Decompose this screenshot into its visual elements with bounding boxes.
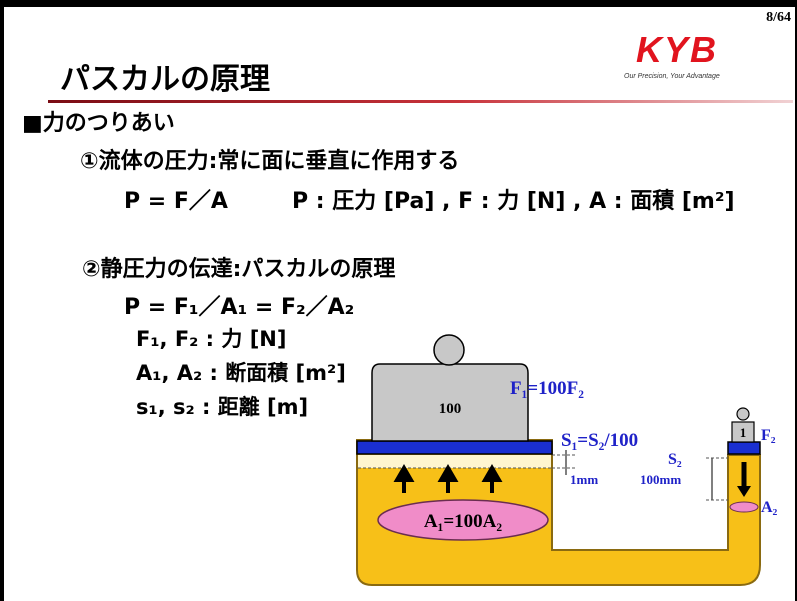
item1-heading: ①流体の圧力:常に面に垂直に作用する [80, 149, 460, 174]
slide-top-border [0, 0, 797, 7]
pressure-arrows [393, 464, 503, 493]
title-underline [48, 100, 793, 103]
f2-label: F₂ [761, 427, 776, 444]
displaced-fluid-band [358, 455, 551, 468]
distance-relation: S₁=S₂/100 [561, 430, 638, 451]
small-piston-arrowhead [737, 486, 751, 497]
s1-value: 1mm [570, 472, 598, 487]
large-weight [371, 363, 529, 442]
large-weight-knob [433, 334, 465, 366]
s2-label: S₂ [668, 451, 682, 468]
logo-tagline: Our Precision, Your Advantage [624, 73, 720, 80]
section-heading: ■力のつりあい [22, 111, 175, 136]
slide-left-border [0, 0, 4, 601]
item2-formula: P = F₁／A₁ = F₂／A₂ [124, 295, 355, 320]
item2-heading: ②静圧力の伝達:パスカルの原理 [82, 257, 396, 282]
variable-forces: F₁, F₂ : 力 [N] [136, 327, 287, 351]
small-weight-label: 1 [740, 425, 747, 440]
logo-mark: KYB [636, 29, 719, 70]
area-relation: A₁=100A₂ [424, 511, 502, 532]
small-weight [731, 421, 755, 443]
slide-right-border [795, 0, 797, 601]
kyb-logo: KYB Our Precision, Your Advantage [618, 30, 788, 85]
small-area-ellipse [729, 501, 759, 513]
a2-label: A₂ [761, 499, 778, 516]
large-piston [356, 440, 553, 455]
page-number: 8/64 [766, 10, 791, 25]
large-weight-label: 100 [439, 401, 462, 417]
large-area-ellipse [377, 499, 549, 541]
small-piston [727, 441, 761, 455]
small-weight-knob [736, 407, 750, 421]
item1-formula: P = F／A [124, 189, 228, 214]
fluid-container [356, 439, 761, 586]
slide-title: パスカルの原理 [60, 62, 270, 97]
item1-definition: P : 圧力 [Pa] , F : 力 [N] , A : 面積 [m²] [292, 189, 735, 214]
force-relation: F₁=100F₂ [510, 378, 584, 399]
variable-areas: A₁, A₂ : 断面積 [m²] [136, 361, 346, 385]
variable-distances: s₁, s₂ : 距離 [m] [136, 395, 309, 419]
s2-value: 100mm [640, 472, 681, 487]
